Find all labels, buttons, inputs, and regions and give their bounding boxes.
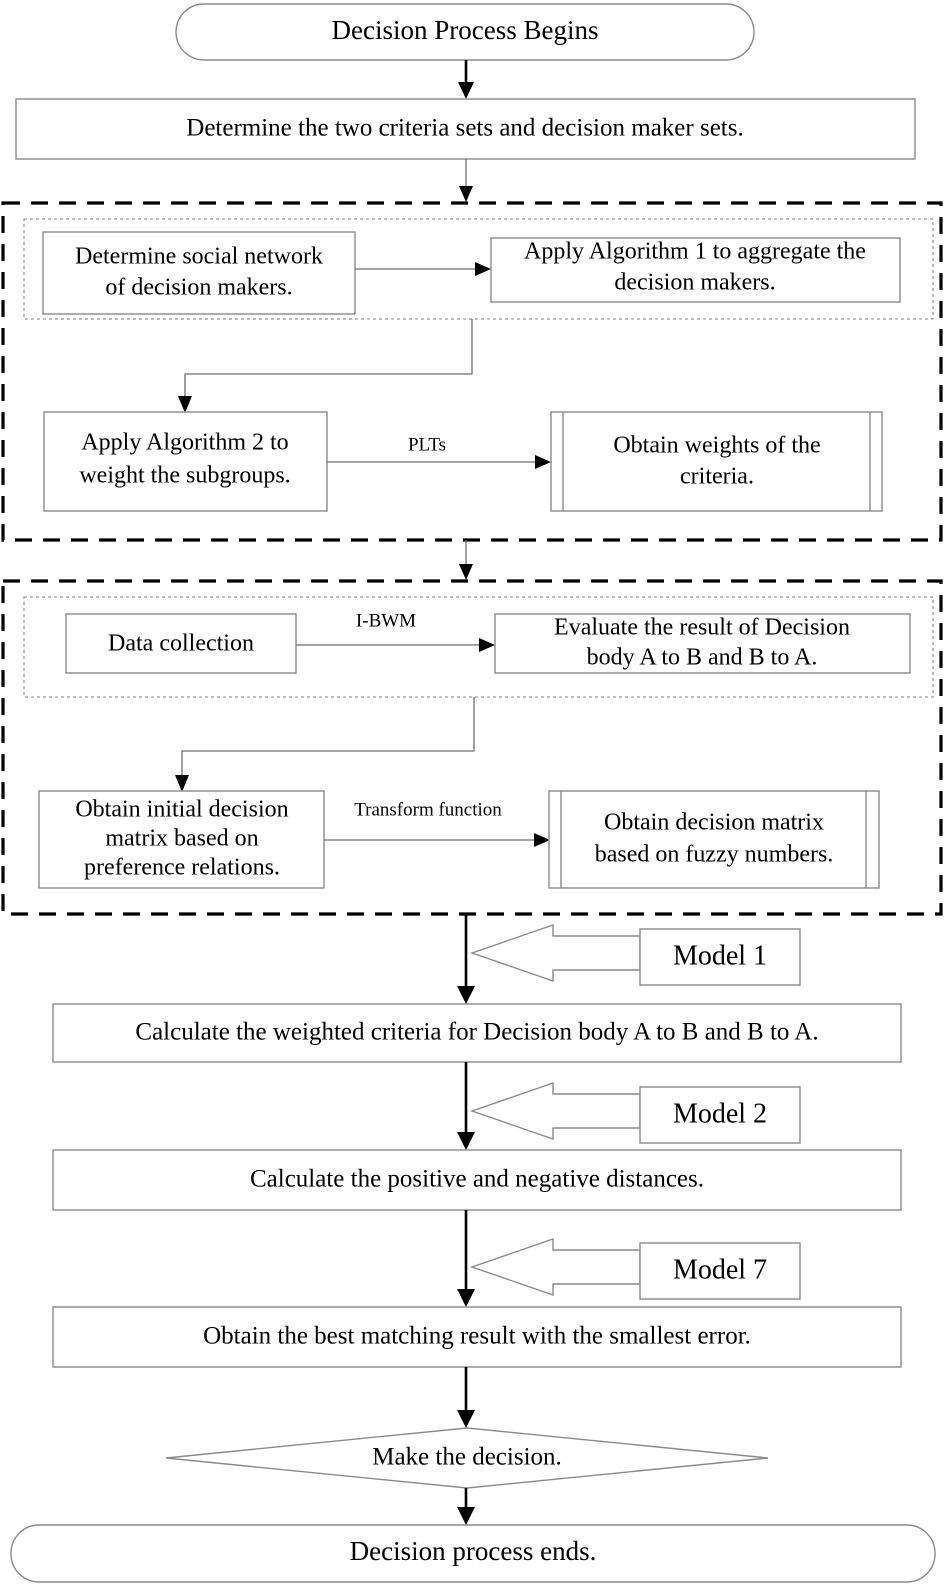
callout-model-1[interactable]: Model 1 <box>469 924 801 986</box>
distances-label: Calculate the positive and negative dist… <box>250 1166 704 1193</box>
node-initial-matrix[interactable]: Obtain initial decision matrix based on … <box>38 790 325 889</box>
edge-distances-to-best-match <box>457 1210 475 1307</box>
edge-label-plts: PLTs <box>408 434 446 455</box>
edge-phase1-to-phase2 <box>459 540 473 580</box>
node-weighted-criteria[interactable]: Calculate the weighted criteria for Deci… <box>52 1003 902 1063</box>
weighted-criteria-shape <box>52 1003 902 1063</box>
start-label: Decision Process Begins <box>332 15 599 45</box>
fuzzy-matrix-label-line2: based on fuzzy numbers. <box>595 842 834 868</box>
node-data-collection[interactable]: Data collection <box>65 613 297 674</box>
best-match-label: Obtain the best matching result with the… <box>203 1323 751 1350</box>
social-network-label-line1: Determine social network <box>75 244 323 270</box>
best-match-shape <box>52 1306 902 1368</box>
edge-start-to-determine-sets <box>458 60 474 99</box>
edge-subgroup-to-algorithm2 <box>178 319 473 413</box>
distances-shape <box>52 1149 902 1211</box>
edge-algorithm2-to-weights: PLTs <box>327 434 551 469</box>
evaluate-result-shape <box>494 613 911 674</box>
data-collection-label: Data collection <box>108 631 254 657</box>
edge-label-ibwm: I-BWM <box>356 610 416 631</box>
model-7-label: Model 7 <box>673 1254 767 1285</box>
node-end[interactable]: Decision process ends. <box>10 1524 936 1583</box>
weights-criteria-label-line2: criteria. <box>680 464 754 490</box>
initial-matrix-label-line2: matrix based on <box>105 826 258 852</box>
end-label: Decision process ends. <box>350 1536 597 1566</box>
make-decision-label: Make the decision. <box>372 1444 562 1471</box>
model-2-arrow-shape <box>469 1082 641 1140</box>
fuzzy-matrix-shape <box>548 790 880 889</box>
node-weights-criteria[interactable]: Obtain weights of the criteria. <box>550 411 883 512</box>
edge-best-match-to-decision <box>457 1367 475 1428</box>
algorithm1-label-line2: decision makers. <box>614 270 775 296</box>
edge-social-network-to-algorithm1 <box>355 262 491 276</box>
weights-criteria-label-line1: Obtain weights of the <box>613 433 820 459</box>
algorithm1-shape <box>490 237 901 303</box>
phase-2-group <box>1 579 943 916</box>
edge-determine-sets-to-phase1 <box>459 159 473 202</box>
phase-2-subgroup <box>23 596 934 698</box>
initial-matrix-label-line1: Obtain initial decision <box>75 797 288 823</box>
edge-initial-matrix-to-fuzzy-matrix: Transform function <box>324 799 550 847</box>
callout-model-2[interactable]: Model 2 <box>469 1082 801 1144</box>
callout-model-7[interactable]: Model 7 <box>469 1238 801 1300</box>
model-1-label: Model 1 <box>673 940 767 971</box>
node-determine-sets[interactable]: Determine the two criteria sets and deci… <box>15 98 916 160</box>
model-7-arrow-shape <box>469 1238 641 1296</box>
model-1-box <box>639 928 801 986</box>
fuzzy-matrix-label-line1: Obtain decision matrix <box>604 810 824 836</box>
end-terminator-shape <box>10 1524 936 1583</box>
model-2-label: Model 2 <box>673 1098 767 1129</box>
evaluate-result-label-line2: body A to B and B to A. <box>587 645 818 671</box>
algorithm2-shape <box>43 411 328 512</box>
model-1-arrow-shape <box>469 924 641 982</box>
edge-label-transform: Transform function <box>354 799 502 820</box>
algorithm2-label-line2: weight the subgroups. <box>79 463 290 489</box>
node-start[interactable]: Decision Process Begins <box>175 3 755 61</box>
algorithm2-label-line1: Apply Algorithm 2 to <box>81 430 288 456</box>
determine-sets-shape <box>15 98 916 160</box>
edge-phase2-to-weighted-criteria <box>457 914 475 1004</box>
algorithm1-label-line1: Apply Algorithm 1 to aggregate the <box>524 239 866 265</box>
social-network-label-line2: of decision makers. <box>105 275 292 301</box>
data-collection-shape <box>65 613 297 674</box>
edge-weighted-criteria-to-distances <box>457 1062 475 1150</box>
initial-matrix-shape <box>38 790 325 889</box>
node-fuzzy-matrix[interactable]: Obtain decision matrix based on fuzzy nu… <box>548 790 880 889</box>
model-7-box <box>639 1242 801 1300</box>
phase-1-group <box>1 201 943 542</box>
initial-matrix-label-line3: preference relations. <box>84 855 280 881</box>
determine-sets-label: Determine the two criteria sets and deci… <box>186 115 743 142</box>
weighted-criteria-label: Calculate the weighted criteria for Deci… <box>135 1019 818 1046</box>
node-evaluate-result[interactable]: Evaluate the result of Decision body A t… <box>494 613 911 674</box>
model-2-box <box>639 1086 801 1144</box>
node-distances[interactable]: Calculate the positive and negative dist… <box>52 1149 902 1211</box>
node-make-decision[interactable]: Make the decision. <box>165 1427 769 1489</box>
social-network-shape <box>42 231 356 315</box>
edge-data-collection-to-evaluate: I-BWM <box>296 610 495 652</box>
edge-decision-to-end <box>457 1488 475 1525</box>
node-best-match[interactable]: Obtain the best matching result with the… <box>52 1306 902 1368</box>
evaluate-result-label-line1: Evaluate the result of Decision <box>554 615 850 641</box>
phase-1-subgroup <box>23 218 934 320</box>
edge-subgroup2-to-initial-matrix <box>175 697 475 792</box>
node-algorithm2[interactable]: Apply Algorithm 2 to weight the subgroup… <box>43 411 328 512</box>
node-social-network[interactable]: Determine social network of decision mak… <box>42 231 356 315</box>
node-algorithm1[interactable]: Apply Algorithm 1 to aggregate the decis… <box>490 237 901 303</box>
weights-criteria-shape <box>550 411 883 512</box>
